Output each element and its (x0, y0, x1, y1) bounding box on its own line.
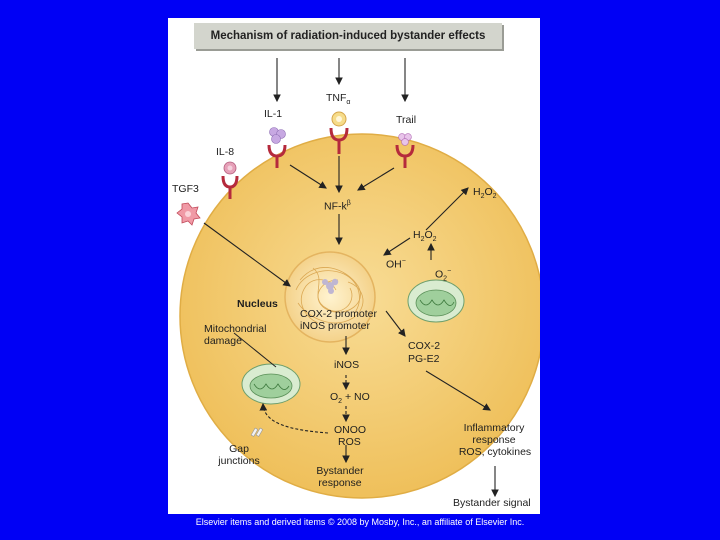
label-bystander-response-2: response (318, 477, 362, 489)
label-inflam-2: response (472, 434, 516, 446)
trail-icon (398, 133, 412, 146)
label-mito-damage-2: damage (204, 335, 242, 347)
arrow-cox2-inflam (425, 370, 491, 411)
label-mito-damage-1: Mitochondrial (204, 323, 267, 335)
tgf-icon (176, 202, 201, 226)
arrow-promoter-cox2 (385, 310, 406, 337)
mitochondrion-left (241, 363, 301, 405)
label-cox2-promoter: COX-2 promoter (300, 308, 378, 320)
label-il8: IL-8 (216, 146, 235, 158)
label-cox2: COX-2 (408, 340, 441, 352)
il1-icon (269, 127, 286, 144)
diagram-canvas (176, 58, 540, 499)
label-pge2: PG-E2 (408, 353, 440, 365)
arrow-h2o2-out (425, 187, 469, 231)
label-h2o2-inside: H2O2 (413, 229, 437, 244)
arrow-il1-nfkb (289, 164, 327, 189)
label-onoo: ONOO (334, 424, 367, 436)
label-trail: Trail (396, 114, 417, 126)
label-inos-promoter: iNOS promoter (300, 320, 371, 332)
arrow-mito-line (233, 332, 277, 368)
label-o2-no: O2 + NO (330, 391, 370, 406)
trail-receptor (395, 144, 415, 168)
label-h2o2-outside: H2O2 (473, 186, 497, 201)
il8-receptor (221, 175, 239, 199)
copyright-footer: Elsevier items and derived items © 2008 … (195, 517, 525, 527)
label-bystander-signal: Bystander signal (453, 497, 531, 509)
tnf-icon (331, 111, 347, 127)
label-inos: iNOS (334, 359, 360, 371)
arrow-trail-nfkb (357, 167, 395, 191)
arrow-ros-mito (259, 402, 329, 434)
label-bystander-response-1: Bystander (316, 465, 364, 477)
label-tnf: TNFα (326, 92, 351, 107)
figure-title: Mechanism of radiation-induced bystander… (194, 23, 502, 49)
arrow-tgf-nucleus (203, 222, 291, 287)
il1-receptor (267, 144, 287, 168)
label-nfkb: NF-kβ (324, 200, 351, 213)
label-il1: IL-1 (264, 108, 283, 120)
il8-icon (223, 161, 237, 175)
label-o2-radical: O2− (435, 268, 452, 283)
diagram-figure: Mechanism of radiation-induced bystander… (168, 18, 540, 514)
label-tgf: TGF3 (172, 183, 199, 195)
nucleus (284, 251, 376, 343)
label-inflam-3: ROS, cytokines (458, 446, 532, 458)
arrow-h2o2-oh (383, 237, 411, 256)
label-ros: ROS (338, 436, 361, 448)
label-nucleus: Nucleus (237, 298, 278, 310)
chromatin-spot (322, 278, 339, 294)
tnf-receptor (329, 127, 349, 154)
label-inflam-1: Inflammatory (463, 422, 525, 434)
label-gap-2: junctions (218, 455, 260, 467)
label-oh: OH− (386, 258, 406, 271)
label-gap-1: Gap (229, 443, 249, 455)
gap-junction-icon (250, 427, 264, 437)
mitochondrion-right (407, 279, 465, 323)
